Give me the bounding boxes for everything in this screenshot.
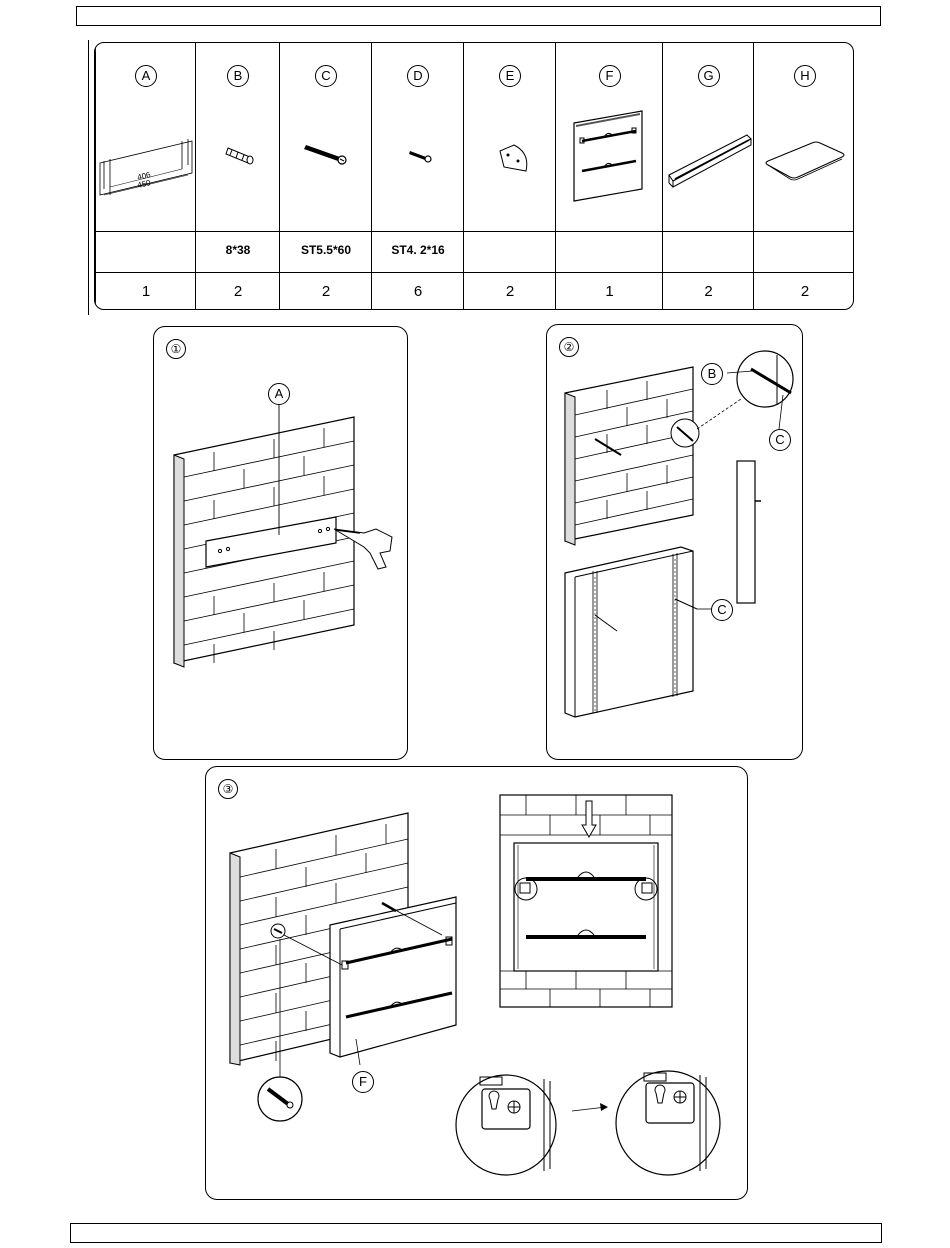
part-letter: C bbox=[315, 65, 337, 87]
part-qty: 2 bbox=[196, 283, 280, 300]
part-letter: A bbox=[135, 65, 157, 87]
glass-shelf-icon bbox=[754, 93, 854, 233]
part-letter: H bbox=[794, 65, 816, 87]
callout-c: C bbox=[711, 599, 733, 621]
wall-plug-icon bbox=[196, 93, 280, 233]
part-column-c: C ST5.5*60 2 bbox=[279, 43, 372, 309]
step-1-panel: ① A bbox=[153, 326, 408, 760]
part-qty: 1 bbox=[556, 283, 663, 300]
part-column-h: H 2 bbox=[753, 43, 854, 309]
part-letter: E bbox=[499, 65, 521, 87]
part-column-f: F 1 bbox=[555, 43, 663, 309]
part-spec: ST5.5*60 bbox=[280, 243, 372, 257]
header-bar bbox=[76, 6, 881, 26]
part-spec: 8*38 bbox=[196, 243, 280, 257]
part-qty: 2 bbox=[464, 283, 556, 300]
short-screw-icon bbox=[372, 93, 464, 233]
part-letter: G bbox=[698, 65, 720, 87]
part-qty: 2 bbox=[754, 283, 854, 300]
callout-c: C bbox=[769, 429, 791, 451]
step-2-illustration bbox=[547, 325, 804, 761]
step-3-panel: ③ bbox=[205, 766, 748, 1200]
part-column-b: B 8*38 2 bbox=[195, 43, 280, 309]
part-qty: 2 bbox=[663, 283, 754, 300]
part-letter: B bbox=[227, 65, 249, 87]
parts-table: A 406 450 1 B 8*38 2 C bbox=[94, 42, 854, 310]
step-3-illustration bbox=[206, 767, 749, 1201]
part-column-d: D ST4. 2*16 6 bbox=[371, 43, 464, 309]
back-panel-icon bbox=[556, 93, 663, 233]
callout-f: F bbox=[352, 1071, 374, 1093]
wall-template-icon: 406 450 bbox=[96, 93, 196, 233]
long-screw-icon bbox=[280, 93, 372, 233]
callout-b: B bbox=[701, 363, 723, 385]
footer-bar bbox=[70, 1223, 882, 1243]
margin-rule bbox=[88, 40, 89, 315]
step-2-panel: ② bbox=[546, 324, 803, 760]
support-rail-icon bbox=[663, 93, 754, 233]
part-column-a: A 406 450 1 bbox=[95, 43, 196, 309]
part-column-g: G 2 bbox=[662, 43, 754, 309]
part-letter: F bbox=[599, 65, 621, 87]
callout-a: A bbox=[268, 383, 290, 405]
part-qty: 2 bbox=[280, 283, 372, 300]
corner-bracket-icon bbox=[464, 93, 556, 233]
part-column-e: E 2 bbox=[463, 43, 556, 309]
part-spec: ST4. 2*16 bbox=[372, 243, 464, 257]
part-letter: D bbox=[407, 65, 429, 87]
part-qty: 1 bbox=[96, 283, 196, 300]
part-qty: 6 bbox=[372, 283, 464, 300]
dim-450: 450 bbox=[136, 178, 152, 190]
